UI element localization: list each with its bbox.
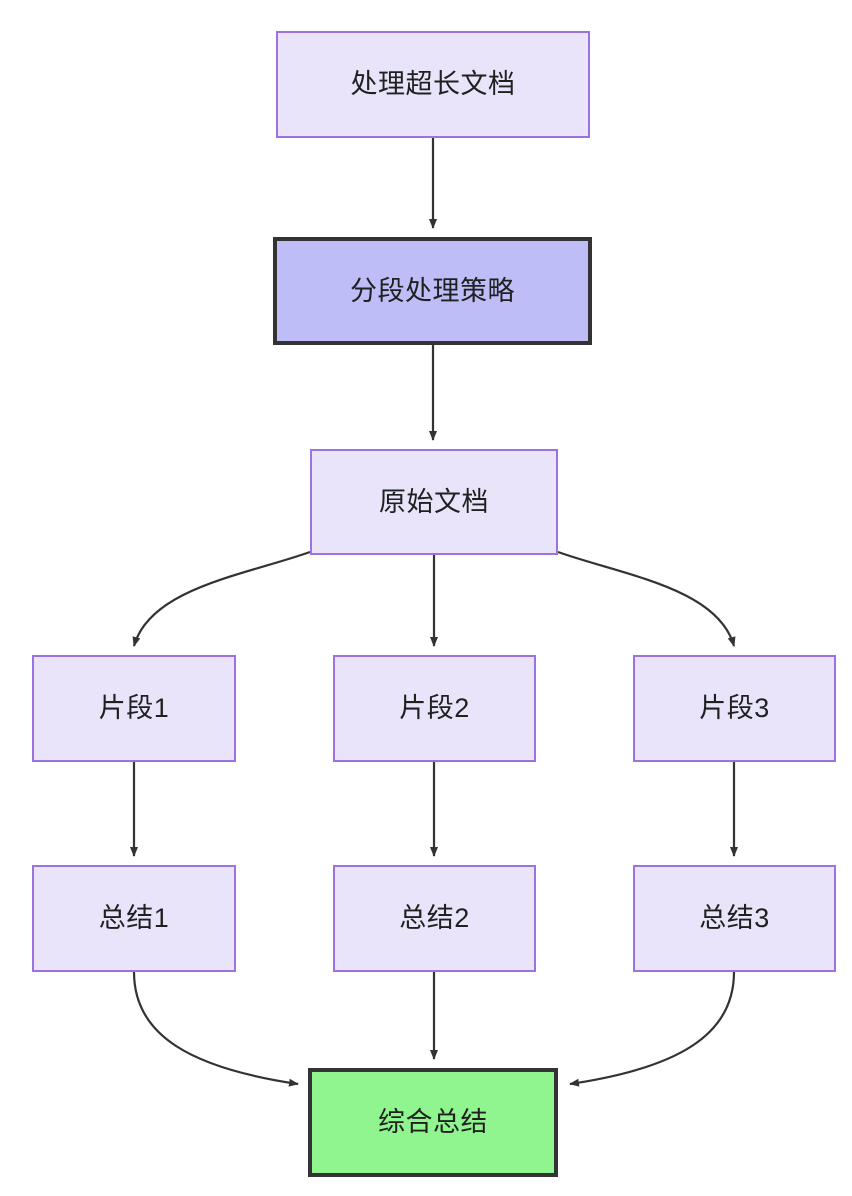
node-fragment-1-label: 片段1 [98,693,170,724]
node-fragment-3[interactable]: 片段3 [633,655,836,762]
edge-source-doc-to-fragment-3 [557,550,736,647]
node-summary-3[interactable]: 总结3 [633,865,836,972]
node-chunk-strategy[interactable]: 分段处理策略 [273,237,592,345]
node-fragment-2[interactable]: 片段2 [333,655,536,762]
node-summary-2[interactable]: 总结2 [333,865,536,972]
node-source-doc-label: 原始文档 [379,486,489,517]
node-chunk-strategy-label: 分段处理策略 [350,275,515,306]
node-final-summary[interactable]: 综合总结 [308,1068,558,1177]
node-doc-input[interactable]: 处理超长文档 [276,31,590,138]
node-summary-1[interactable]: 总结1 [32,865,236,972]
node-source-doc[interactable]: 原始文档 [310,449,558,555]
edge-summary-3-to-final-summary [569,971,736,1087]
edge-source-doc-to-fragment-1 [132,550,311,647]
node-fragment-3-label: 片段3 [699,693,770,724]
node-summary-2-label: 总结2 [399,903,470,934]
edge-summary-1-to-final-summary [132,971,299,1087]
node-summary-1-label: 总结1 [98,903,170,934]
node-fragment-2-label: 片段2 [399,693,470,724]
node-doc-input-label: 处理超长文档 [350,69,516,100]
node-summary-3-label: 总结3 [699,903,770,934]
node-fragment-1[interactable]: 片段1 [32,655,236,762]
node-final-summary-label: 综合总结 [378,1107,488,1138]
